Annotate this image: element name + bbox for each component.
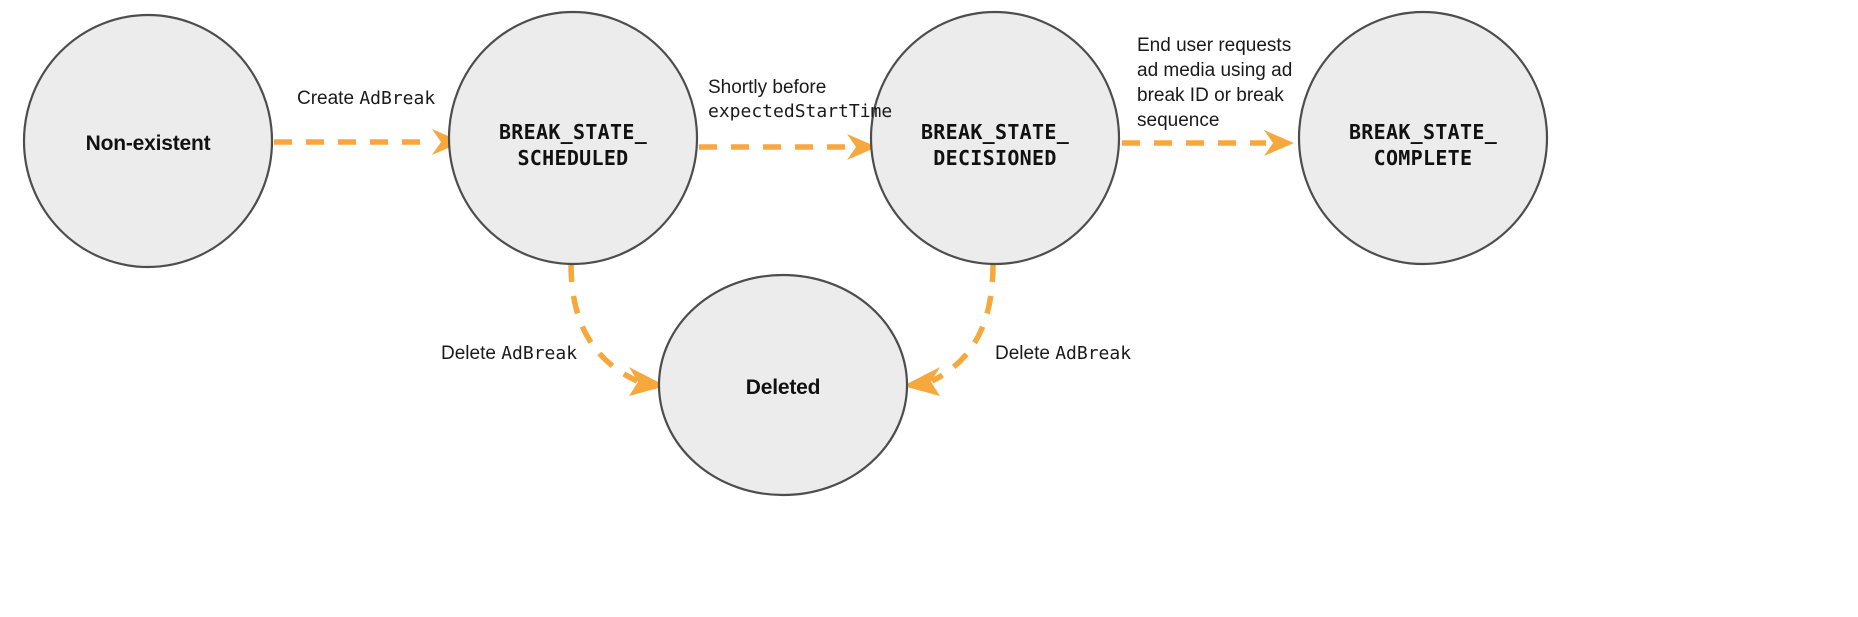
edge-label-line: ad media using ad — [1137, 60, 1293, 82]
edge-label-end-user-requests: End user requests ad media using ad brea… — [1137, 33, 1292, 133]
edge-label-shortly-before: Shortly before expectedStartTime — [708, 75, 892, 124]
edge-label-line: sequence — [1137, 110, 1220, 132]
edge-label-code: expectedStartTime — [708, 101, 893, 123]
edge-label-line: End user requests — [1137, 35, 1292, 56]
edge-label-code: AdBreak — [1055, 343, 1132, 364]
edge-label-line: Delete AdBreak — [441, 341, 577, 366]
edge-label-line: Delete AdBreak — [995, 341, 1131, 366]
edge-label-line: Shortly before — [708, 77, 827, 98]
edge-label-line: Create AdBreak — [297, 86, 435, 111]
edge-delete-from-decisioned — [903, 263, 996, 396]
arrowhead-icon — [629, 367, 666, 396]
edge-label-text: Delete — [995, 343, 1056, 364]
node-layer — [22, 10, 1549, 497]
node-break-state-scheduled[interactable] — [447, 10, 699, 266]
edge-label-code: AdBreak — [359, 88, 436, 109]
edge-label-text: Create — [297, 88, 360, 109]
edge-end-user-requests — [1122, 130, 1294, 156]
arrowhead-icon — [847, 134, 877, 160]
node-break-state-decisioned[interactable] — [869, 10, 1121, 266]
edge-shortly-before — [699, 134, 877, 160]
node-non-existent[interactable] — [22, 13, 274, 269]
arrowhead-icon — [432, 129, 462, 155]
edge-label-delete-from-scheduled: Delete AdBreak — [441, 341, 577, 366]
node-deleted[interactable] — [657, 273, 909, 497]
edge-label-text: Delete — [441, 343, 502, 364]
edge-label-line: break ID or break — [1137, 85, 1284, 107]
edge-layer — [274, 129, 1294, 396]
edge-label-delete-from-decisioned: Delete AdBreak — [995, 341, 1131, 366]
edge-create-adbreak — [274, 129, 462, 155]
node-break-state-complete[interactable] — [1297, 10, 1549, 266]
edge-label-code: AdBreak — [501, 343, 578, 364]
edge-delete-from-scheduled — [568, 263, 666, 396]
arrowhead-icon — [1264, 130, 1294, 156]
edge-label-create-adbreak: Create AdBreak — [297, 86, 435, 111]
arrowhead-icon — [903, 367, 940, 396]
